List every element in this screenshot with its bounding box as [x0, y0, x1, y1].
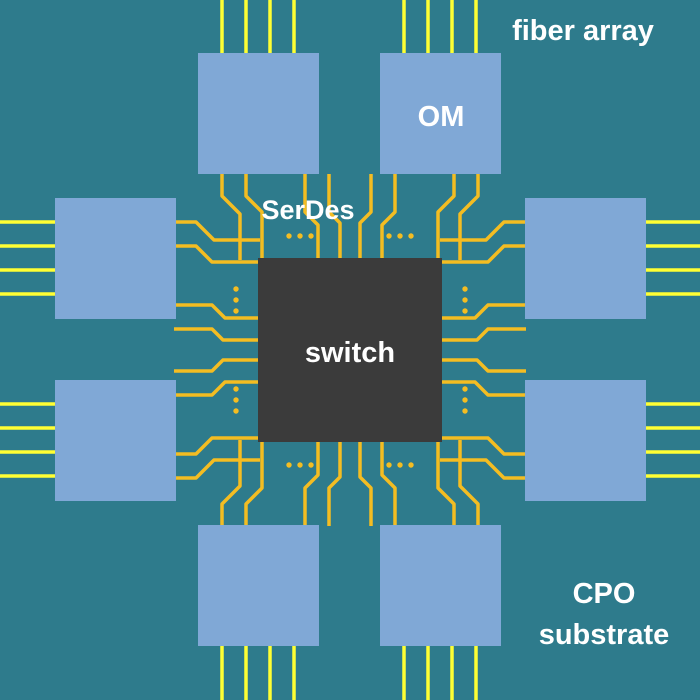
fiber-array-label: fiber array — [512, 15, 654, 47]
serdes-trace — [174, 458, 260, 480]
serdes-traces — [174, 174, 526, 526]
om-left-lower — [55, 380, 176, 501]
switch-chip — [258, 258, 442, 442]
trace-dot — [462, 308, 468, 314]
serdes-trace — [440, 244, 526, 264]
trace-dot — [462, 408, 468, 414]
serdes-trace — [244, 174, 264, 260]
serdes-trace — [244, 440, 264, 526]
substrate-label: substrate — [539, 619, 670, 651]
trace-dot — [408, 462, 414, 468]
serdes-trace — [440, 436, 526, 456]
trace-dot — [233, 297, 239, 303]
trace-dot — [408, 233, 414, 239]
trace-dot — [286, 233, 292, 239]
om-left-upper — [55, 198, 176, 319]
serdes-trace — [303, 174, 320, 260]
trace-dot — [386, 233, 392, 239]
om-top-left — [198, 53, 319, 174]
om-label: OM — [418, 101, 465, 133]
optical-modules — [55, 53, 646, 646]
trace-dot — [286, 462, 292, 468]
trace-dot — [297, 233, 303, 239]
serdes-trace — [380, 174, 397, 260]
serdes-trace — [458, 174, 480, 260]
trace-dot — [233, 386, 239, 392]
serdes-trace — [358, 440, 373, 526]
serdes-label: SerDes — [261, 195, 354, 225]
serdes-trace — [440, 358, 526, 373]
cpo-label: CPO — [573, 578, 636, 610]
serdes-trace — [440, 303, 526, 320]
trace-dot — [297, 462, 303, 468]
serdes-trace — [458, 440, 480, 526]
serdes-trace — [327, 174, 342, 260]
serdes-trace — [174, 220, 260, 242]
trace-dot — [462, 297, 468, 303]
trace-dot — [397, 233, 403, 239]
serdes-trace — [436, 174, 456, 260]
trace-dot — [308, 233, 314, 239]
trace-dot — [233, 286, 239, 292]
trace-dot — [233, 397, 239, 403]
trace-dot — [462, 286, 468, 292]
trace-dot — [233, 408, 239, 414]
om-bottom-right — [380, 525, 501, 646]
serdes-trace — [174, 303, 260, 320]
trace-ellipsis-dots — [233, 233, 468, 468]
serdes-trace — [327, 440, 342, 526]
trace-dot — [308, 462, 314, 468]
om-top-right — [380, 53, 501, 174]
serdes-trace — [440, 380, 526, 397]
om-bottom-left — [198, 525, 319, 646]
serdes-trace — [220, 440, 242, 526]
serdes-trace — [440, 458, 526, 480]
serdes-trace — [440, 220, 526, 242]
serdes-trace — [436, 440, 456, 526]
om-right-lower — [525, 380, 646, 501]
trace-dot — [462, 397, 468, 403]
trace-dot — [233, 308, 239, 314]
serdes-trace — [174, 327, 260, 342]
serdes-trace — [174, 380, 260, 397]
serdes-trace — [220, 174, 242, 260]
serdes-trace — [174, 244, 260, 264]
serdes-trace — [440, 327, 526, 342]
serdes-trace — [358, 174, 373, 260]
switch-label: switch — [305, 337, 395, 369]
trace-dot — [386, 462, 392, 468]
trace-dot — [462, 386, 468, 392]
serdes-trace — [174, 358, 260, 373]
serdes-trace — [174, 436, 260, 456]
om-right-upper — [525, 198, 646, 319]
trace-dot — [397, 462, 403, 468]
serdes-trace — [380, 440, 397, 526]
serdes-trace — [303, 440, 320, 526]
